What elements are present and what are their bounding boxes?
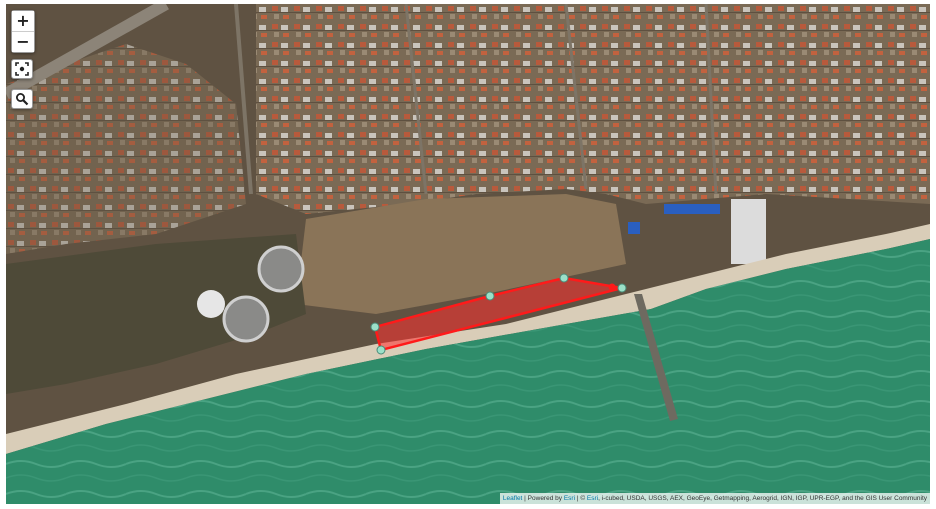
cleared-slope	[296, 194, 626, 314]
polygon-vertex-handle[interactable]	[559, 273, 569, 283]
attribution-sources: , i-cubed, USDA, USGS, AEX, GeoEye, Getm…	[598, 495, 927, 502]
road	[704, 4, 718, 195]
zoom-out-button[interactable]: −	[12, 32, 34, 52]
attribution-text: | Powered by	[522, 495, 564, 502]
park-area	[6, 234, 306, 394]
round-building-dome	[197, 290, 225, 318]
search-icon	[16, 93, 29, 106]
leaflet-link[interactable]: Leaflet	[502, 495, 523, 502]
zoom-divider	[12, 31, 34, 32]
target-icon	[15, 62, 29, 76]
blue-roof-building	[664, 204, 720, 214]
polygon-vertex-handle[interactable]	[617, 283, 627, 293]
polygon-vertex-handle[interactable]	[376, 345, 386, 355]
map-container[interactable]: + − Leaflet | Powered by Esri | © Esri, …	[6, 4, 930, 504]
highway-road	[6, 4, 169, 100]
fit-bounds-button[interactable]	[11, 59, 33, 79]
zoom-in-button[interactable]: +	[12, 11, 34, 31]
search-button[interactable]	[11, 89, 33, 109]
polygon-vertex-handle[interactable]	[485, 291, 495, 301]
round-building	[222, 295, 270, 343]
pier	[634, 294, 678, 421]
esri-link[interactable]: Esri	[563, 495, 576, 502]
road	[564, 4, 588, 190]
blue-roof-building	[628, 222, 640, 234]
satellite-map[interactable]	[6, 4, 930, 504]
polygon-active-vertex[interactable]	[608, 283, 616, 291]
building	[731, 199, 766, 264]
attribution-text: | ©	[575, 495, 587, 502]
esri-link-2[interactable]: Esri	[586, 495, 599, 502]
zoom-control: + −	[11, 10, 35, 53]
road	[234, 4, 253, 195]
sea	[6, 239, 930, 504]
residential-area	[256, 4, 930, 214]
road	[404, 4, 428, 195]
polygon-vertex-handle[interactable]	[370, 322, 380, 332]
map-attribution: Leaflet | Powered by Esri | © Esri, i-cu…	[499, 493, 930, 504]
beach	[6, 224, 930, 454]
west-residential-area	[6, 44, 246, 254]
round-building	[257, 245, 305, 293]
